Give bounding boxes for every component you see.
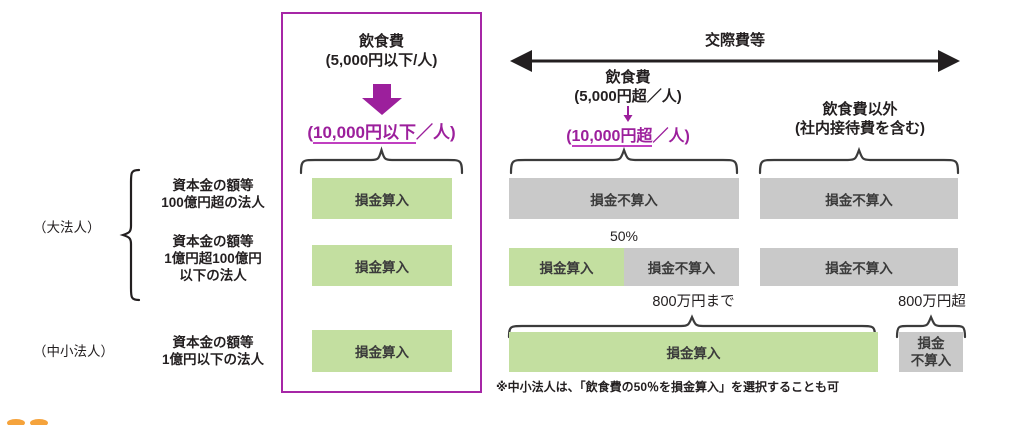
meal-under-new-value: (10,000円以下／人)	[283, 118, 480, 144]
orange-page-mark	[7, 415, 53, 425]
row-label-over-10b: 資本金の額等 100億円超の法人	[145, 177, 281, 211]
highlight-frame	[281, 12, 482, 393]
row-label-line1: 資本金の額等	[172, 335, 254, 350]
cap-label-8m-over: 800万円超	[898, 294, 966, 310]
row-label-1b-to-10b: 資本金の額等 1億円超100億円 以下の法人	[145, 233, 281, 284]
meal-under-amount: 10,000円以下	[313, 123, 416, 144]
other-row1-cell: 損金不算入	[760, 178, 958, 219]
meal-over-subtitle: (5,000円超／人)	[574, 88, 682, 105]
row-label-line2: 1億円以下の法人	[161, 352, 264, 367]
meal-under-subtitle: (5,000円以下/人)	[325, 52, 438, 69]
per-person-suffix: ／人)	[652, 128, 690, 145]
meal-over-column-brace	[509, 146, 739, 175]
center-column-brace	[299, 146, 464, 175]
center-cell-row3: 損金算入	[312, 330, 452, 372]
group-label-sme: （中小法人）	[33, 344, 114, 359]
meal-over-heading: 飲食費 (5,000円超／人)	[512, 68, 744, 107]
meal-over-row2-deductible-cell: 損金算入	[509, 248, 624, 286]
cap-label-8m-under: 800万円まで	[652, 294, 735, 310]
other-expense-title: 飲食費以外	[822, 101, 898, 118]
other-expense-subtitle: (社内接待費を含む)	[795, 120, 925, 137]
other-expense-column-brace	[758, 146, 960, 175]
large-corp-brace-icon	[119, 168, 142, 302]
meal-under-title: 飲食費	[358, 33, 404, 50]
cap-8m-under-brace	[507, 314, 879, 339]
down-arrow-purple-icon	[360, 84, 404, 116]
meal-over-amount: 10,000円超	[571, 128, 653, 147]
row3-deductible-cell: 損金算入	[509, 332, 878, 372]
row3-nondeductible-line2: 不算入	[910, 353, 952, 368]
row-label-under-1b: 資本金の額等 1億円以下の法人	[145, 334, 281, 368]
entertainment-span-label: 交際費等	[704, 32, 765, 49]
meal-over-new-value: (10,000円超／人)	[512, 122, 744, 147]
other-expense-heading: 飲食費以外 (社内接待費を含む)	[760, 100, 960, 139]
row-label-line1: 資本金の額等	[172, 234, 254, 249]
other-row2-cell: 損金不算入	[760, 248, 958, 286]
down-arrow-small-purple-icon	[622, 106, 634, 122]
per-person-suffix: ／人)	[416, 123, 456, 142]
row-label-line2: 1億円超100億円	[164, 251, 262, 266]
meal-over-row1-cell: 損金不算入	[509, 178, 739, 219]
row-label-line3: 以下の法人	[179, 268, 247, 283]
paren-open: (	[307, 123, 313, 142]
center-cell-row2: 損金算入	[312, 245, 452, 286]
group-label-large-corp: （大法人）	[33, 220, 101, 235]
row3-nondeductible-cell: 損金 不算入	[899, 332, 963, 372]
meal-under-heading: 飲食費 (5,000円以下/人)	[283, 32, 480, 71]
row-label-line1: 資本金の額等	[172, 178, 254, 193]
footnote-text: ※中小法人は、「飲食費の50％を損金算入」を選択することも可	[496, 380, 840, 394]
cap-8m-over-brace	[895, 314, 969, 339]
center-cell-row1: 損金算入	[312, 178, 452, 219]
meal-over-row2-nondeductible-cell: 損金不算入	[624, 248, 739, 286]
double-headed-arrow-icon	[510, 50, 960, 72]
paren-open: (	[566, 128, 572, 145]
row3-nondeductible-line1: 損金	[917, 336, 945, 351]
row-label-line2: 100億円超の法人	[161, 195, 265, 210]
percent-label-50: 50%	[609, 228, 639, 244]
meal-over-title: 飲食費	[605, 69, 651, 86]
